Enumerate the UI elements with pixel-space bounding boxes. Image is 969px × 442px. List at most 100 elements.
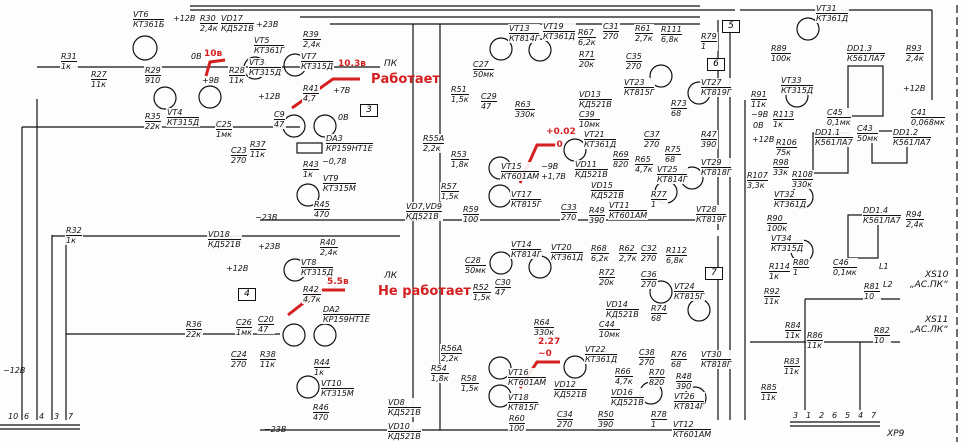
component-ref: R51 xyxy=(451,85,467,94)
component-value: 1к xyxy=(303,169,319,179)
component-ref: R56А xyxy=(441,344,463,353)
component-ref: VD7,VD9 xyxy=(406,202,442,211)
component-ref: VD15 xyxy=(591,181,613,190)
component-value: КД521В xyxy=(388,407,421,417)
rail-p12-dd12: +12В xyxy=(903,84,926,93)
component-value: 11к xyxy=(91,79,107,89)
component-value: КТ815Г xyxy=(624,87,655,97)
component-value: 270 xyxy=(231,155,247,165)
component-value: 11к xyxy=(764,296,780,306)
component-ref: VT9 xyxy=(323,174,339,183)
component-ref: R30 xyxy=(200,14,216,23)
component-ref: R111 xyxy=(661,25,682,34)
component-ref: L2 xyxy=(883,280,893,289)
component-ref: VD12 xyxy=(554,380,576,389)
component-ref: C28 xyxy=(465,256,481,265)
component-value: КТ601АМ xyxy=(508,377,547,387)
component-value: 1к xyxy=(773,119,794,129)
component-ref: VD14 xyxy=(606,300,628,309)
component-ref: R108 xyxy=(792,170,813,179)
component-ref: R32 xyxy=(66,226,82,235)
component-ref: R58 xyxy=(461,374,477,383)
component-value: К561ЛА7 xyxy=(847,53,885,63)
component-value: 47 xyxy=(274,119,285,129)
component-value: КТ315Д xyxy=(249,67,282,77)
node-m98b: −9В xyxy=(751,110,769,119)
component-value: КД521В xyxy=(208,239,241,249)
component-value: 11к xyxy=(807,340,823,350)
component-value: 390 xyxy=(589,215,605,225)
component-ref: R84 xyxy=(785,321,801,330)
component-ref: R45 xyxy=(314,200,330,209)
component-ref: R90 xyxy=(767,214,783,223)
node-p178: +1,7В xyxy=(541,172,566,181)
component-ref: R77 xyxy=(651,190,667,199)
component-ref: R114 xyxy=(769,262,790,271)
component-value: 2,7к xyxy=(635,33,653,43)
component-ref: C30 xyxy=(495,278,511,287)
component-value: 11к xyxy=(250,149,266,159)
component-value: 1 xyxy=(701,41,717,51)
component-value: КТ814Г xyxy=(657,174,688,184)
component-value: КТ815Г xyxy=(508,402,539,412)
node-zero-b: 0В xyxy=(753,121,764,130)
component-l1: L1 xyxy=(878,262,890,271)
component-ref: C36 xyxy=(641,270,657,279)
component-ref: VD10 xyxy=(388,422,410,431)
component-value: 1,5к xyxy=(473,292,491,302)
component-ref: VT3 xyxy=(249,58,265,67)
box-5: 5 xyxy=(722,20,740,33)
xp9-pin: 6 xyxy=(832,411,838,420)
component-value: 100к xyxy=(767,223,788,233)
component-value: КТ601АМ xyxy=(673,429,712,439)
component-ref: R49 xyxy=(589,206,605,215)
component-value: КТ814Г xyxy=(674,401,705,411)
component-value: 10 xyxy=(874,335,890,345)
component-value: 1,8к xyxy=(451,159,469,169)
component-value: 270 xyxy=(626,61,642,71)
component-ref: C26 xyxy=(236,318,252,327)
component-ref: VT4 xyxy=(167,108,183,117)
component-ref: R98 xyxy=(773,158,789,167)
right-channel-status: Работает xyxy=(371,72,440,87)
component-ref: DA2 xyxy=(323,305,340,314)
component-value: 10 xyxy=(864,291,880,301)
component-value: 0,068мк xyxy=(911,117,945,127)
component-value: 2,2к xyxy=(423,143,445,153)
component-ref: R91 xyxy=(751,90,767,99)
xp9-pin: 3 xyxy=(793,411,799,420)
component-ref: VT24 xyxy=(674,282,695,291)
component-ref: C45 xyxy=(827,108,843,117)
